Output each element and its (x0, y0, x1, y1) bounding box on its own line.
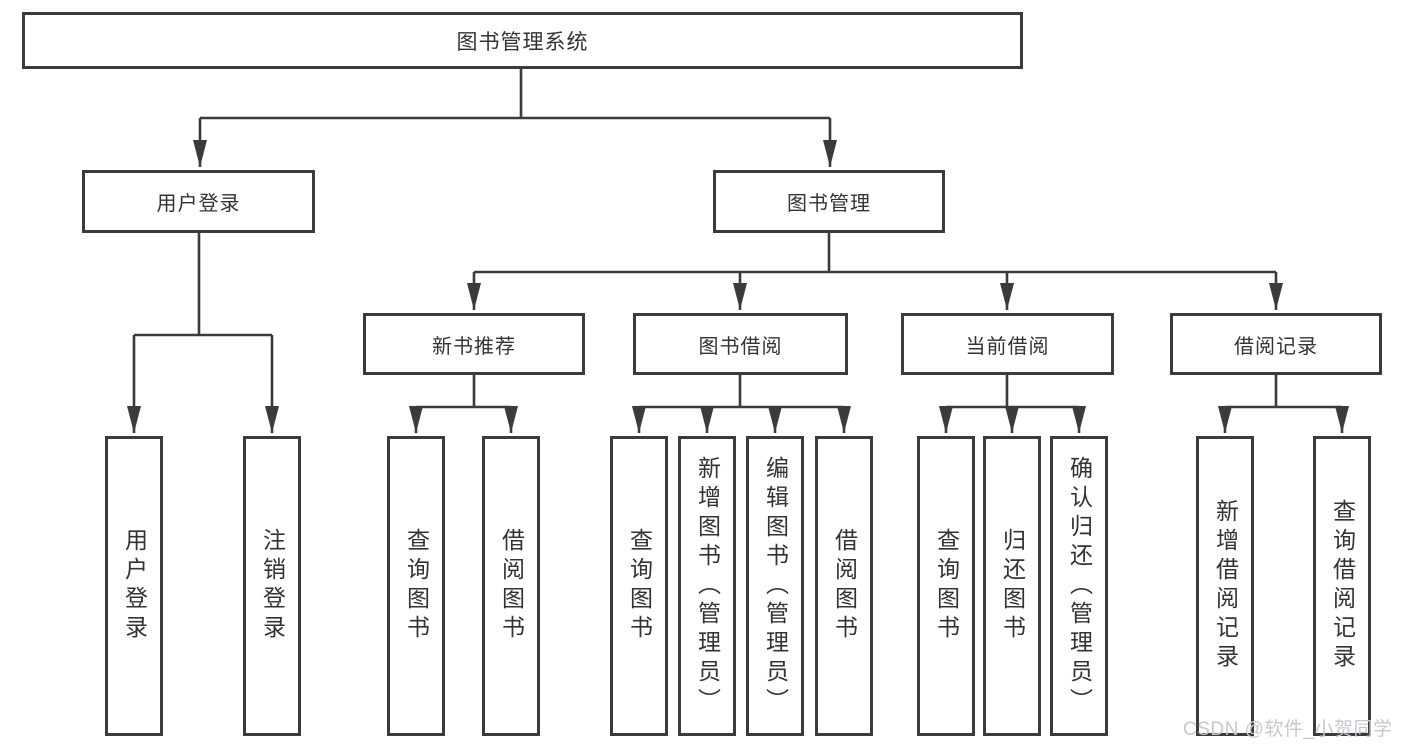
node-label: 用户登录 (156, 193, 241, 215)
node-label: 图书管理 (787, 193, 871, 215)
watermark: CSDN @软件_小贺同学 (1183, 719, 1393, 740)
node-current-borrow: 当前借阅 (901, 313, 1114, 375)
connector-new-book (416, 375, 511, 409)
node-label: 借阅图书 (498, 528, 525, 644)
node-book-management: 图书管理 (713, 170, 945, 233)
node-label: 新书推荐 (432, 335, 516, 358)
node-label: 查询图书 (933, 528, 960, 644)
connector-current-borrow (946, 375, 1079, 409)
node-label: 当前借阅 (965, 335, 1050, 358)
connector-root (200, 69, 830, 120)
node-label: 借阅记录 (1234, 335, 1318, 358)
leaf-query-books-borrow: 查询图书 (610, 436, 668, 736)
leaf-logout: 注销登录 (243, 436, 301, 736)
node-label: 查询借阅记录 (1329, 499, 1356, 673)
connector-book-management (474, 233, 1276, 274)
node-label: 图书管理系统 (456, 30, 589, 54)
leaf-borrow-books-recommend: 借阅图书 (482, 436, 540, 736)
connector-user-login (134, 233, 272, 337)
node-label: 编辑图书（管理员） (762, 455, 789, 717)
node-label: 注销登录 (259, 528, 286, 644)
node-label: 查询图书 (403, 528, 430, 644)
leaf-user-login: 用户登录 (105, 436, 163, 736)
node-label: 归还图书 (999, 528, 1026, 644)
leaf-borrow-books-2: 借阅图书 (815, 436, 873, 736)
leaf-query-books-recommend: 查询图书 (387, 436, 445, 736)
leaf-return-books: 归还图书 (983, 436, 1041, 736)
node-root-title: 图书管理系统 (22, 12, 1023, 69)
node-label: 新增借阅记录 (1212, 499, 1239, 673)
node-label: 确认归还（管理员） (1066, 455, 1093, 717)
leaf-add-borrow-record: 新增借阅记录 (1196, 436, 1254, 736)
node-book-borrow: 图书借阅 (633, 313, 848, 375)
node-label: 新增图书（管理员） (694, 455, 721, 717)
leaf-query-books-current: 查询图书 (917, 436, 975, 736)
connector-borrow-records (1225, 375, 1342, 409)
node-borrow-records: 借阅记录 (1170, 313, 1382, 375)
node-label: 借阅图书 (831, 528, 858, 644)
node-new-book-recommend: 新书推荐 (363, 313, 585, 375)
node-user-login: 用户登录 (82, 170, 315, 233)
node-label: 用户登录 (121, 528, 148, 644)
leaf-add-book-admin: 新增图书（管理员） (678, 436, 736, 736)
leaf-query-borrow-record: 查询借阅记录 (1313, 436, 1371, 736)
leaf-confirm-return-admin: 确认归还（管理员） (1050, 436, 1108, 736)
node-label: 查询图书 (626, 528, 653, 644)
node-label: 图书借阅 (698, 335, 783, 358)
leaf-edit-book-admin: 编辑图书（管理员） (746, 436, 804, 736)
connector-book-borrow (639, 375, 844, 409)
